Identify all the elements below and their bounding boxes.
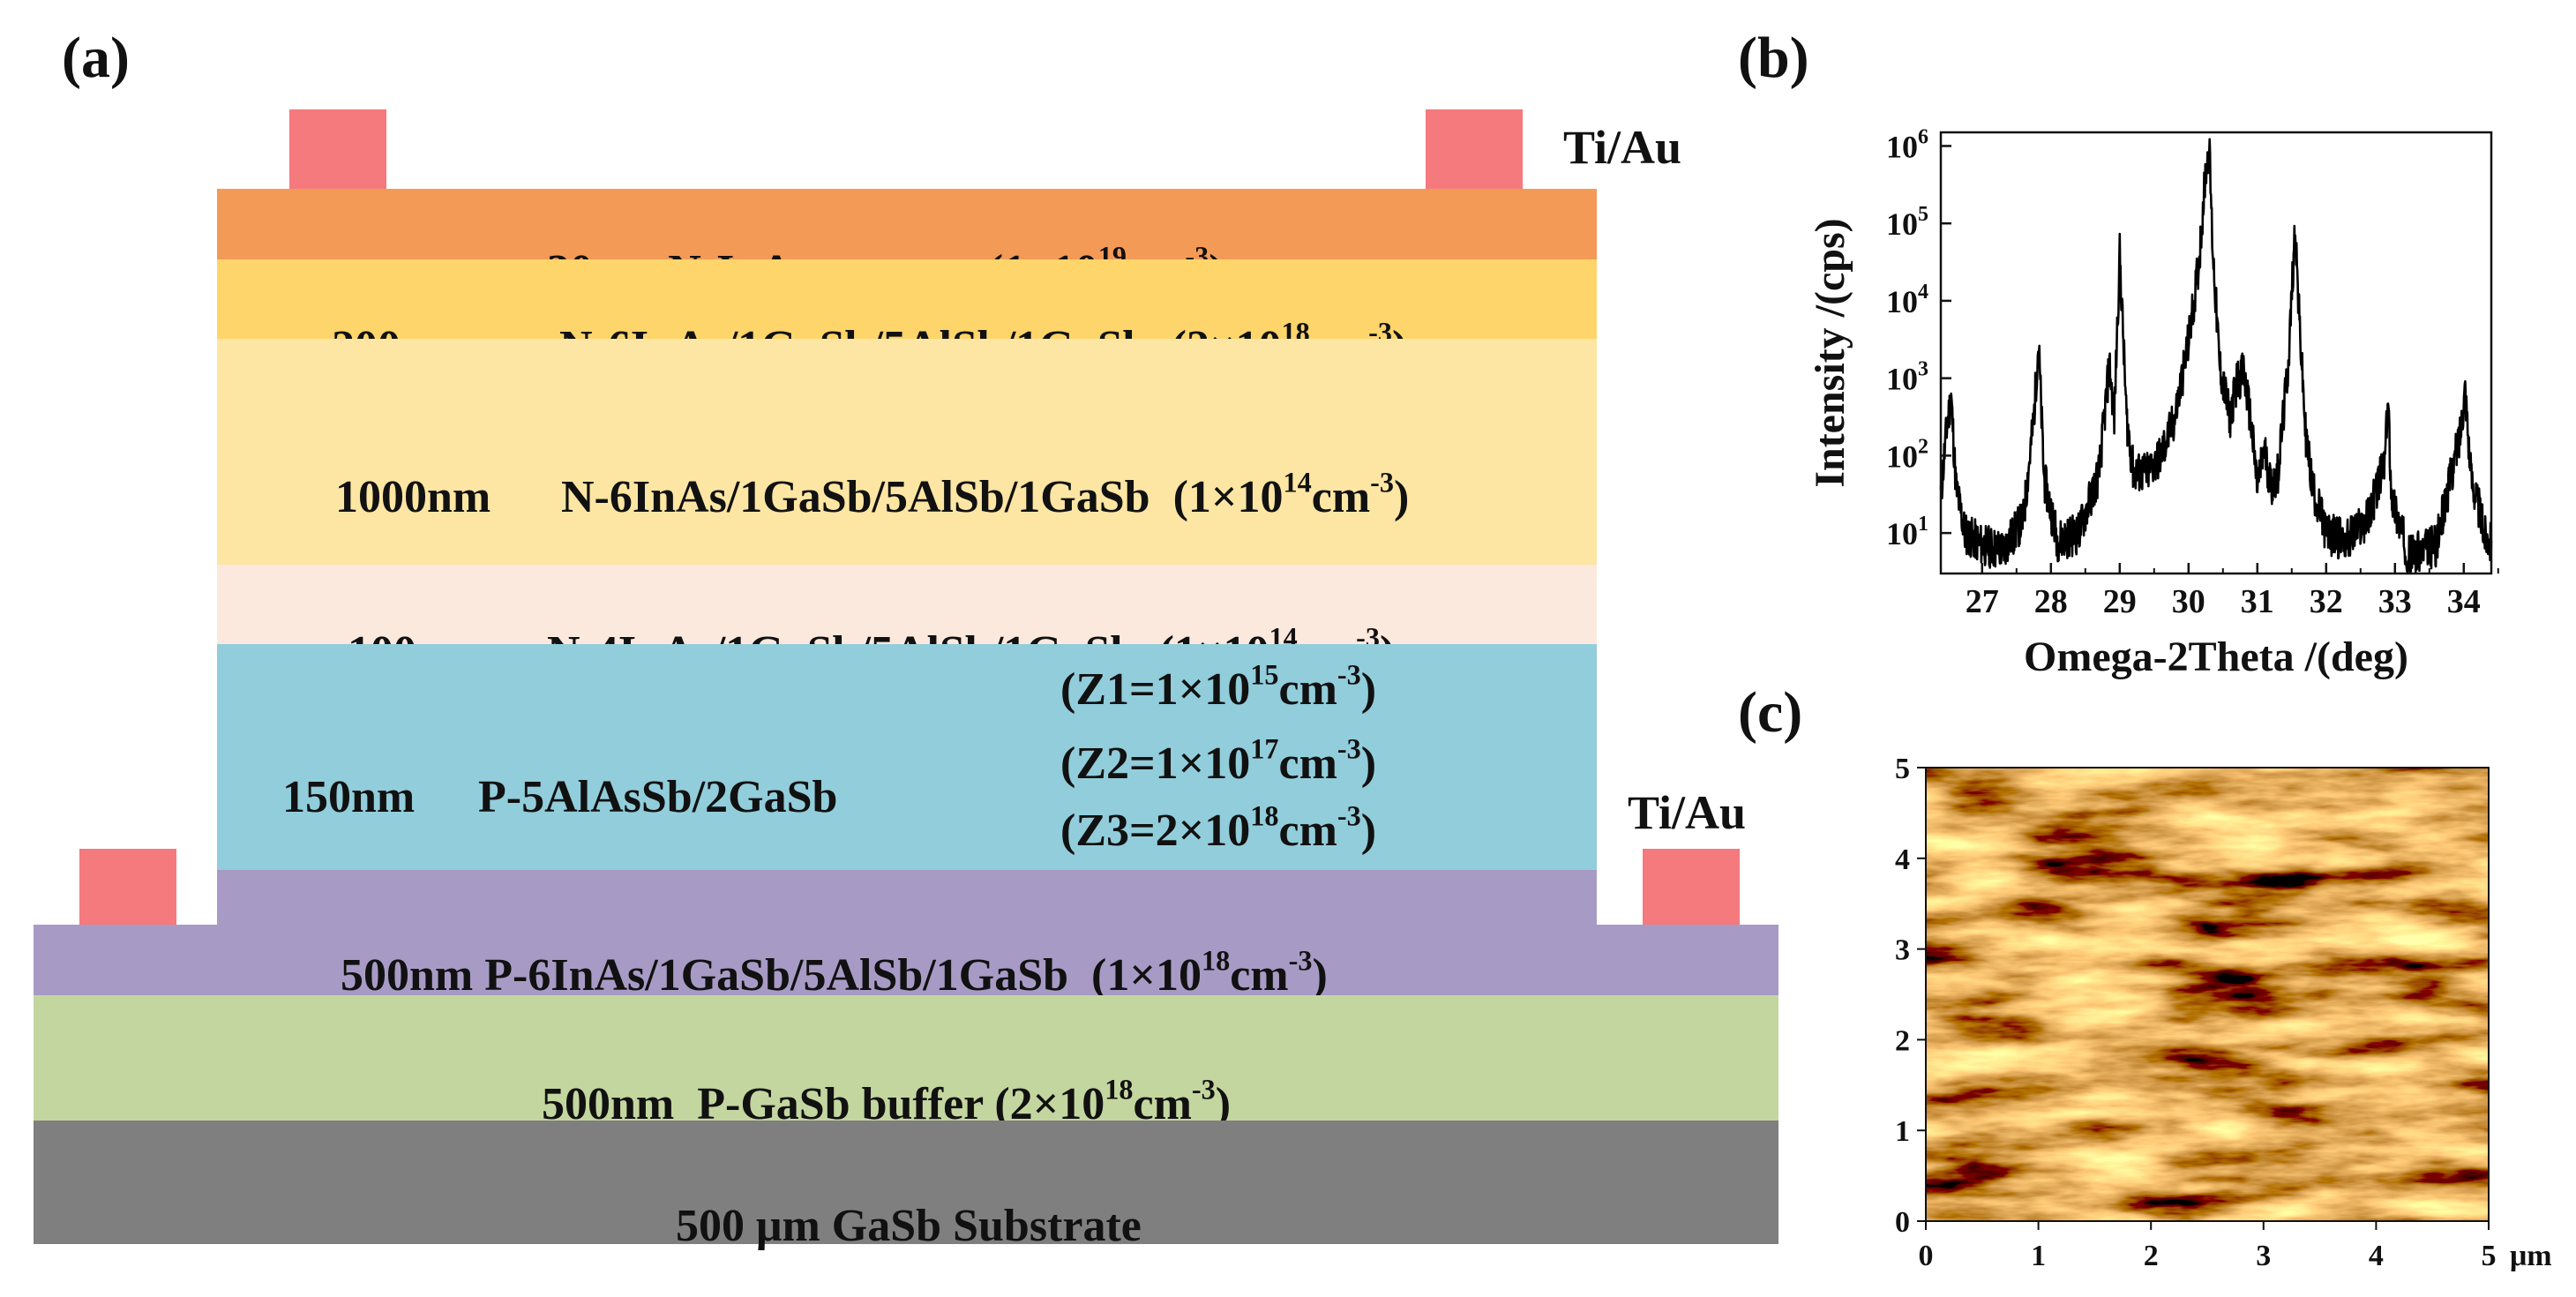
layer-1000nm-n-superlattice: 1000nm N-6InAs/1GaSb/5AlSb/1GaSb (1×1014… — [217, 339, 1597, 565]
xrd-y-tick-label: 104 — [1886, 281, 1928, 319]
layer-doping: (2×1018cm-3) — [994, 1073, 1232, 1129]
afm-image: 0 1 2 3 4 5 0 1 2 3 4 5 μm — [1895, 753, 2552, 1272]
layer-material: P-5AlAsSb/2GaSb — [478, 772, 838, 822]
afm-x-tick-label: 0 — [1919, 1240, 1934, 1272]
layer-200nm-n-superlattice: 200nm N-6InAs/1GaSb/5AlSb/1GaSb (2×1018c… — [217, 259, 1597, 371]
xrd-y-tick-label: 105 — [1886, 203, 1928, 242]
layer-thickness: 150nm — [282, 772, 416, 822]
layer-thickness: 500nm — [341, 950, 474, 1001]
layer-ninas-contact: 30nm N-InAs contact (1×1019cm-3) — [217, 189, 1597, 295]
afm-y-tick-label: 3 — [1895, 934, 1910, 967]
layer-gasb-buffer: 500nm P-GaSb buffer (2×1018cm-3) — [34, 995, 1778, 1128]
bottom-contact-right — [1643, 849, 1740, 928]
layer-150nm-p-barrier: 150nm P-5AlAsSb/2GaSb (Z1=1×1015cm-3) (Z… — [217, 644, 1597, 870]
afm-y-tick-label: 5 — [1895, 753, 1910, 785]
afm-x-tick-label: 4 — [2369, 1240, 2384, 1272]
layer-500nm-p-superlattice-text: 500nm P-6InAs/1GaSb/5AlSb/1GaSb (1×1018c… — [318, 907, 1328, 999]
top-contact-left — [289, 109, 386, 189]
xrd-y-tick-label: 103 — [1886, 358, 1928, 397]
top-contact-right — [1426, 109, 1523, 189]
top-contact-label: Ti/Au — [1563, 121, 1682, 174]
zone-z1-doping: (Z1=1×1015cm-3) — [1060, 658, 1377, 715]
layer-500nm-p-superlattice-mesa — [217, 870, 1597, 925]
xrd-chart: 27 28 29 30 31 32 33 34 101 102 103 104 105 106Omega-… — [1807, 125, 2499, 680]
layer-thickness: 500nm — [542, 1079, 675, 1129]
xrd-y-tick-label: 106 — [1886, 125, 1928, 164]
zone-z2-doping: (Z2=1×1017cm-3) — [1060, 732, 1377, 789]
afm-y-tick-label: 2 — [1895, 1024, 1910, 1057]
xrd-x-tick-label: 30 — [2172, 583, 2205, 620]
xrd-x-tick-label: 33 — [2378, 583, 2412, 620]
xrd-y-tick-label: 102 — [1886, 435, 1928, 474]
panel-label-a: (a) — [62, 26, 130, 90]
layer-thickness: 500 μm — [676, 1201, 820, 1251]
layer-material: N-6InAs/1GaSb/5AlSb/1GaSb — [561, 472, 1150, 522]
afm-x-tick-label: 2 — [2144, 1240, 2159, 1272]
layer-material: P-6InAs/1GaSb/5AlSb/1GaSb — [484, 950, 1069, 1001]
xrd-series-line — [1939, 138, 2493, 574]
panel-label-c: (c) — [1738, 680, 1803, 745]
zone-z3-doping: (Z3=2×1018cm-3) — [1060, 799, 1377, 856]
xrd-y-tick-label: 101 — [1886, 513, 1928, 551]
bottom-contact-label: Ti/Au — [1628, 786, 1747, 839]
layer-thickness: 1000nm — [335, 472, 491, 522]
afm-y-tick-label: 0 — [1895, 1206, 1910, 1239]
afm-x-tick-label: 5 — [2482, 1240, 2497, 1272]
layer-doping: (1×1014cm-3) — [1172, 466, 1410, 522]
xrd-y-axis-label: Intensity /(cps) — [1807, 218, 1853, 487]
layer-100nm-n-superlattice: 100nm N-4InAs/1GaSb/5AlSb/1GaSb (1×1014c… — [217, 565, 1597, 676]
xrd-x-tick-label: 29 — [2103, 583, 2137, 620]
xrd-x-tick-label: 32 — [2310, 583, 2343, 620]
xrd-x-tick-label: 28 — [2034, 583, 2068, 620]
afm-x-tick-label: 1 — [2031, 1240, 2046, 1272]
xrd-x-tick-label: 31 — [2241, 583, 2274, 620]
afm-unit-label: μm — [2510, 1240, 2552, 1272]
panel-label-b: (b) — [1738, 26, 1809, 90]
xrd-plot-frame — [1939, 131, 2493, 575]
xrd-x-axis-label: Omega-2Theta /(deg) — [2024, 634, 2408, 680]
layer-material: P-GaSb buffer — [697, 1079, 984, 1129]
layer-doping: (1×1018cm-3) — [1091, 944, 1328, 1001]
xrd-x-tick-label: 27 — [1966, 583, 1999, 620]
bottom-contact-left — [79, 849, 176, 928]
afm-y-tick-label: 1 — [1895, 1115, 1910, 1148]
afm-x-tick-label: 3 — [2256, 1240, 2271, 1272]
layer-material: GaSb Substrate — [831, 1201, 1142, 1251]
layer-gasb-substrate: 500 μm GaSb Substrate — [34, 1121, 1778, 1249]
afm-y-tick-label: 4 — [1895, 843, 1910, 876]
layer-500nm-p-superlattice — [34, 925, 1778, 995]
xrd-x-tick-label: 34 — [2447, 583, 2481, 620]
